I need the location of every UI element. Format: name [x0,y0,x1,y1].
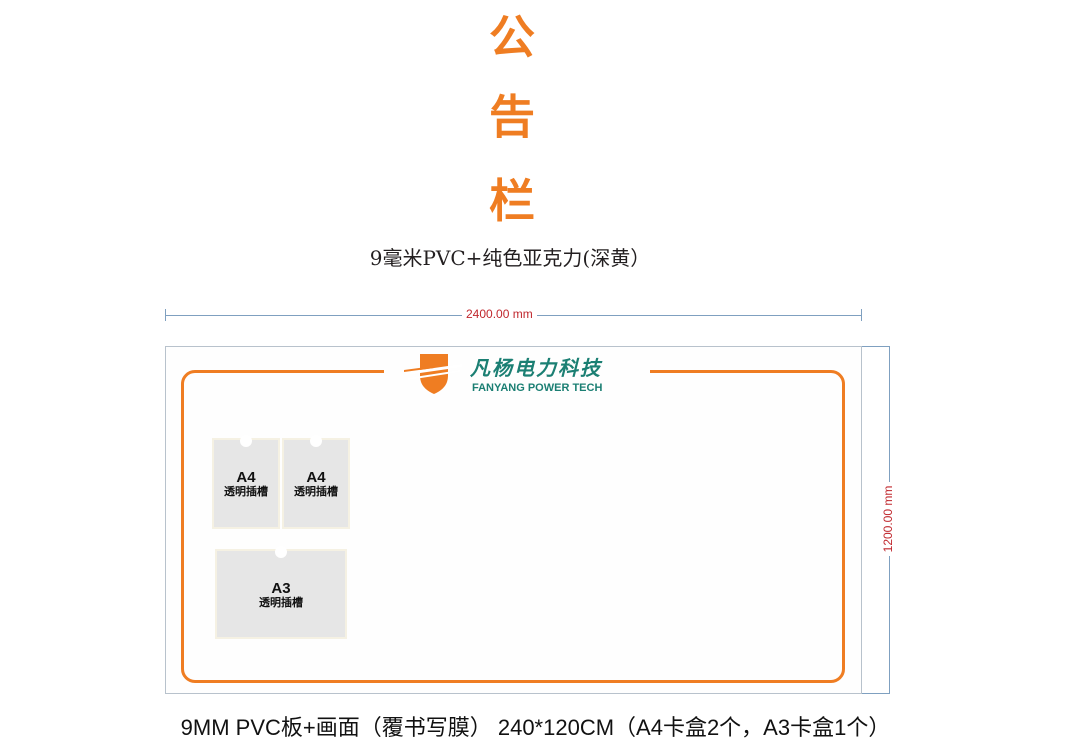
width-dimension-tick-left [165,309,166,321]
height-dimension-label-wrap: 1200.00 mm [881,459,895,579]
spec-footer: 9MM PVC板+画面（覆书写膜） 240*120CM（A4卡盒2个，A3卡盒1… [180,715,891,740]
a3-slot: A3 透明插槽 [215,546,347,639]
a4-slot-2: A4 透明插槽 [282,435,350,529]
width-dimension-label: 2400.00 mm [462,307,537,321]
width-dimension-tick-right [861,309,862,321]
slot-size-label: A3 [271,580,291,597]
height-dimension-label: 1200.00 mm [881,481,895,557]
slot-desc-label: 透明插槽 [224,485,268,498]
material-subtitle: 9毫米PVC+纯色亚克力(深黄） [369,246,651,270]
height-dimension-tick-bottom [862,693,890,694]
logo-english-name: FANYANG POWER TECH [472,382,603,394]
slot-notch [310,435,322,447]
slot-notch [240,435,252,447]
slot-size-label: A4 [236,469,256,486]
title-char-1: 公 [489,10,535,64]
height-dimension-tick-top [862,346,890,347]
slot-desc-label: 透明插槽 [294,485,338,498]
logo-chinese-name: 凡杨电力科技 [470,356,602,380]
a4-slot-1: A4 透明插槽 [212,435,280,529]
slot-size-label: A4 [306,469,326,486]
title-char-3: 栏 [489,174,535,228]
slot-notch [275,546,287,558]
title-char-2: 告 [489,90,535,144]
shield-logo-icon [404,354,462,394]
slot-desc-label: 透明插槽 [259,596,303,609]
